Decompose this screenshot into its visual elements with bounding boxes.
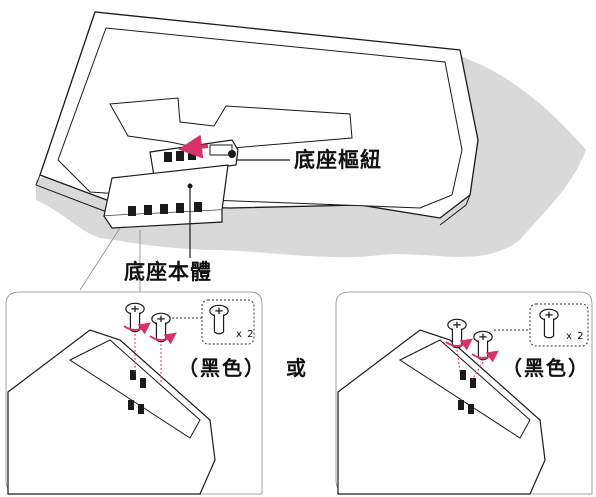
left-color-note: （黑色）: [178, 356, 266, 380]
left-detail-panel: [5, 291, 263, 495]
left-screw-count: x 2: [236, 329, 255, 340]
rotate-arrow-icon: [445, 338, 473, 351]
slide-arrow-icon: [178, 134, 209, 159]
or-label: 或: [286, 356, 308, 380]
right-color-note: （黑色）: [502, 356, 590, 380]
stand-closeup: [337, 329, 546, 495]
stand-closeup: [7, 329, 216, 495]
stand-body-part: [103, 164, 229, 229]
rotate-arrow-icon: [149, 332, 177, 345]
stand-body-label: 底座本體: [124, 260, 212, 284]
stand-hinge-label: 底座樞紐: [294, 148, 382, 172]
zoom-callout-lines: [79, 227, 141, 292]
right-detail-panel: [335, 291, 593, 495]
right-screw-count: x 2: [566, 331, 585, 342]
rotate-arrow-icon: [471, 350, 499, 363]
rotate-arrow-icon: [123, 322, 151, 335]
monitor-illustration: [35, 11, 586, 292]
